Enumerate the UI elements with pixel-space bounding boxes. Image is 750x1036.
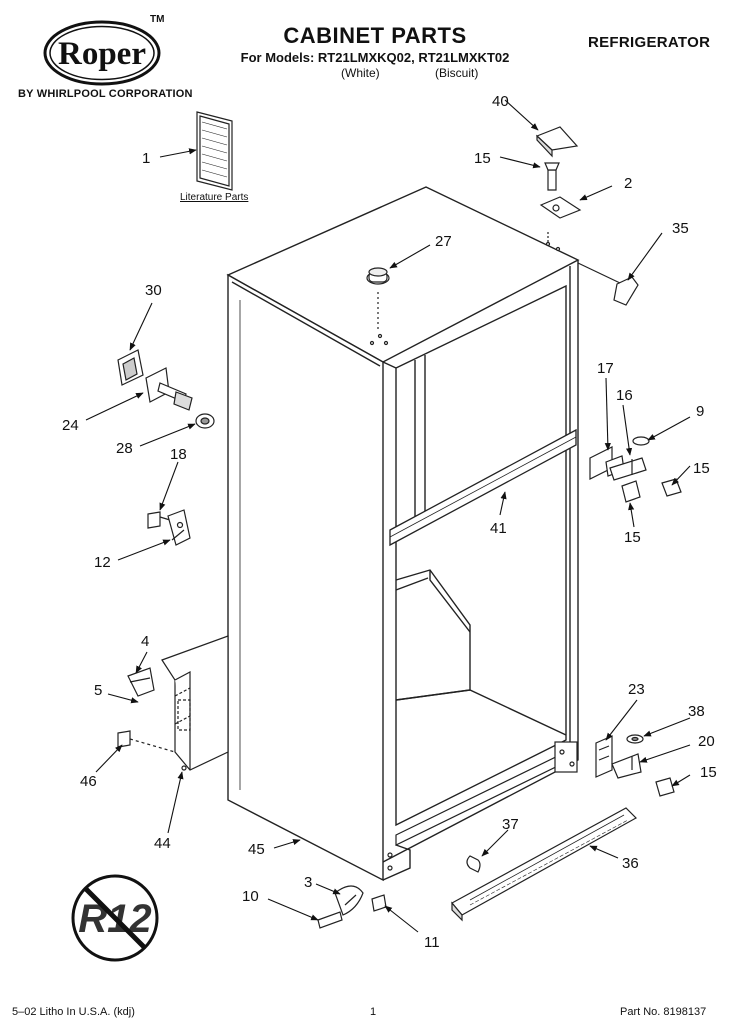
part-number: Part No. 8198137 [620,1006,707,1018]
callout-30: 30 [145,282,162,299]
page-title: CABINET PARTS [283,23,467,48]
callout-20: 20 [698,733,715,750]
callout-27: 27 [435,233,452,250]
literature-parts-book [196,111,233,191]
footer-print-info: 5–02 Litho In U.S.A. (kdj) [12,1006,135,1018]
callout-numbers: 1 40 15 2 35 27 30 24 28 18 12 17 16 9 1… [62,93,717,951]
top-plug-27 [366,267,390,346]
callout-18: 18 [170,446,187,463]
right-lower-hinge [595,734,675,797]
mullion-bar [389,428,577,547]
callout-1: 1 [142,150,150,167]
callout-5: 5 [94,682,102,699]
bottom-hinge-parts [317,885,387,929]
callout-15: 15 [624,529,641,546]
variant-biscuit: (Biscuit) [435,66,479,80]
callout-9: 9 [696,403,704,420]
callout-23: 23 [628,681,645,698]
callout-4: 4 [141,633,149,650]
roper-logo: Roper [43,20,161,91]
top-hinge-assembly [535,126,639,306]
right-center-hinge [589,436,682,503]
left-hinge-12 [147,509,191,546]
callout-12: 12 [94,554,111,571]
callout-15: 15 [693,460,710,477]
model-numbers: For Models: RT21LMXKQ02, RT21LMXKT02 [240,50,510,65]
callout-2: 2 [624,175,632,192]
bottom-rail [387,741,578,871]
callout-38: 38 [688,703,705,720]
callout-3: 3 [304,874,312,891]
literature-parts-label: Literature Parts [180,192,249,203]
callout-11: 11 [424,934,440,951]
left-lower-bracket [117,635,229,771]
callout-17: 17 [597,360,614,377]
callout-40: 40 [492,93,509,110]
kick-plate-36 [451,807,637,922]
exploded-diagram: R12 1 40 [62,93,717,962]
left-upper-parts [117,349,215,429]
callout-16: 16 [616,387,633,404]
cabinet-shell [226,186,580,882]
callout-15: 15 [474,150,491,167]
callout-24: 24 [62,417,79,434]
trademark-mark: TM [150,14,165,25]
callout-15: 15 [700,764,717,781]
page-number: 1 [370,1006,377,1018]
callout-45: 45 [248,841,265,858]
callout-46: 46 [80,773,97,790]
no-r12-badge: R12 [71,874,159,962]
callout-44: 44 [154,835,171,852]
callout-28: 28 [116,440,133,457]
leader-lines [85,99,691,933]
callout-41: 41 [490,520,507,537]
logo-text: Roper [58,36,146,72]
callout-37: 37 [502,816,519,833]
variant-white: (White) [341,66,380,80]
appliance-category: REFRIGERATOR [588,34,711,51]
callout-10: 10 [242,888,259,905]
brand-subtitle: BY WHIRLPOOL CORPORATION [18,88,193,100]
callout-36: 36 [622,855,639,872]
callout-35: 35 [672,220,689,237]
